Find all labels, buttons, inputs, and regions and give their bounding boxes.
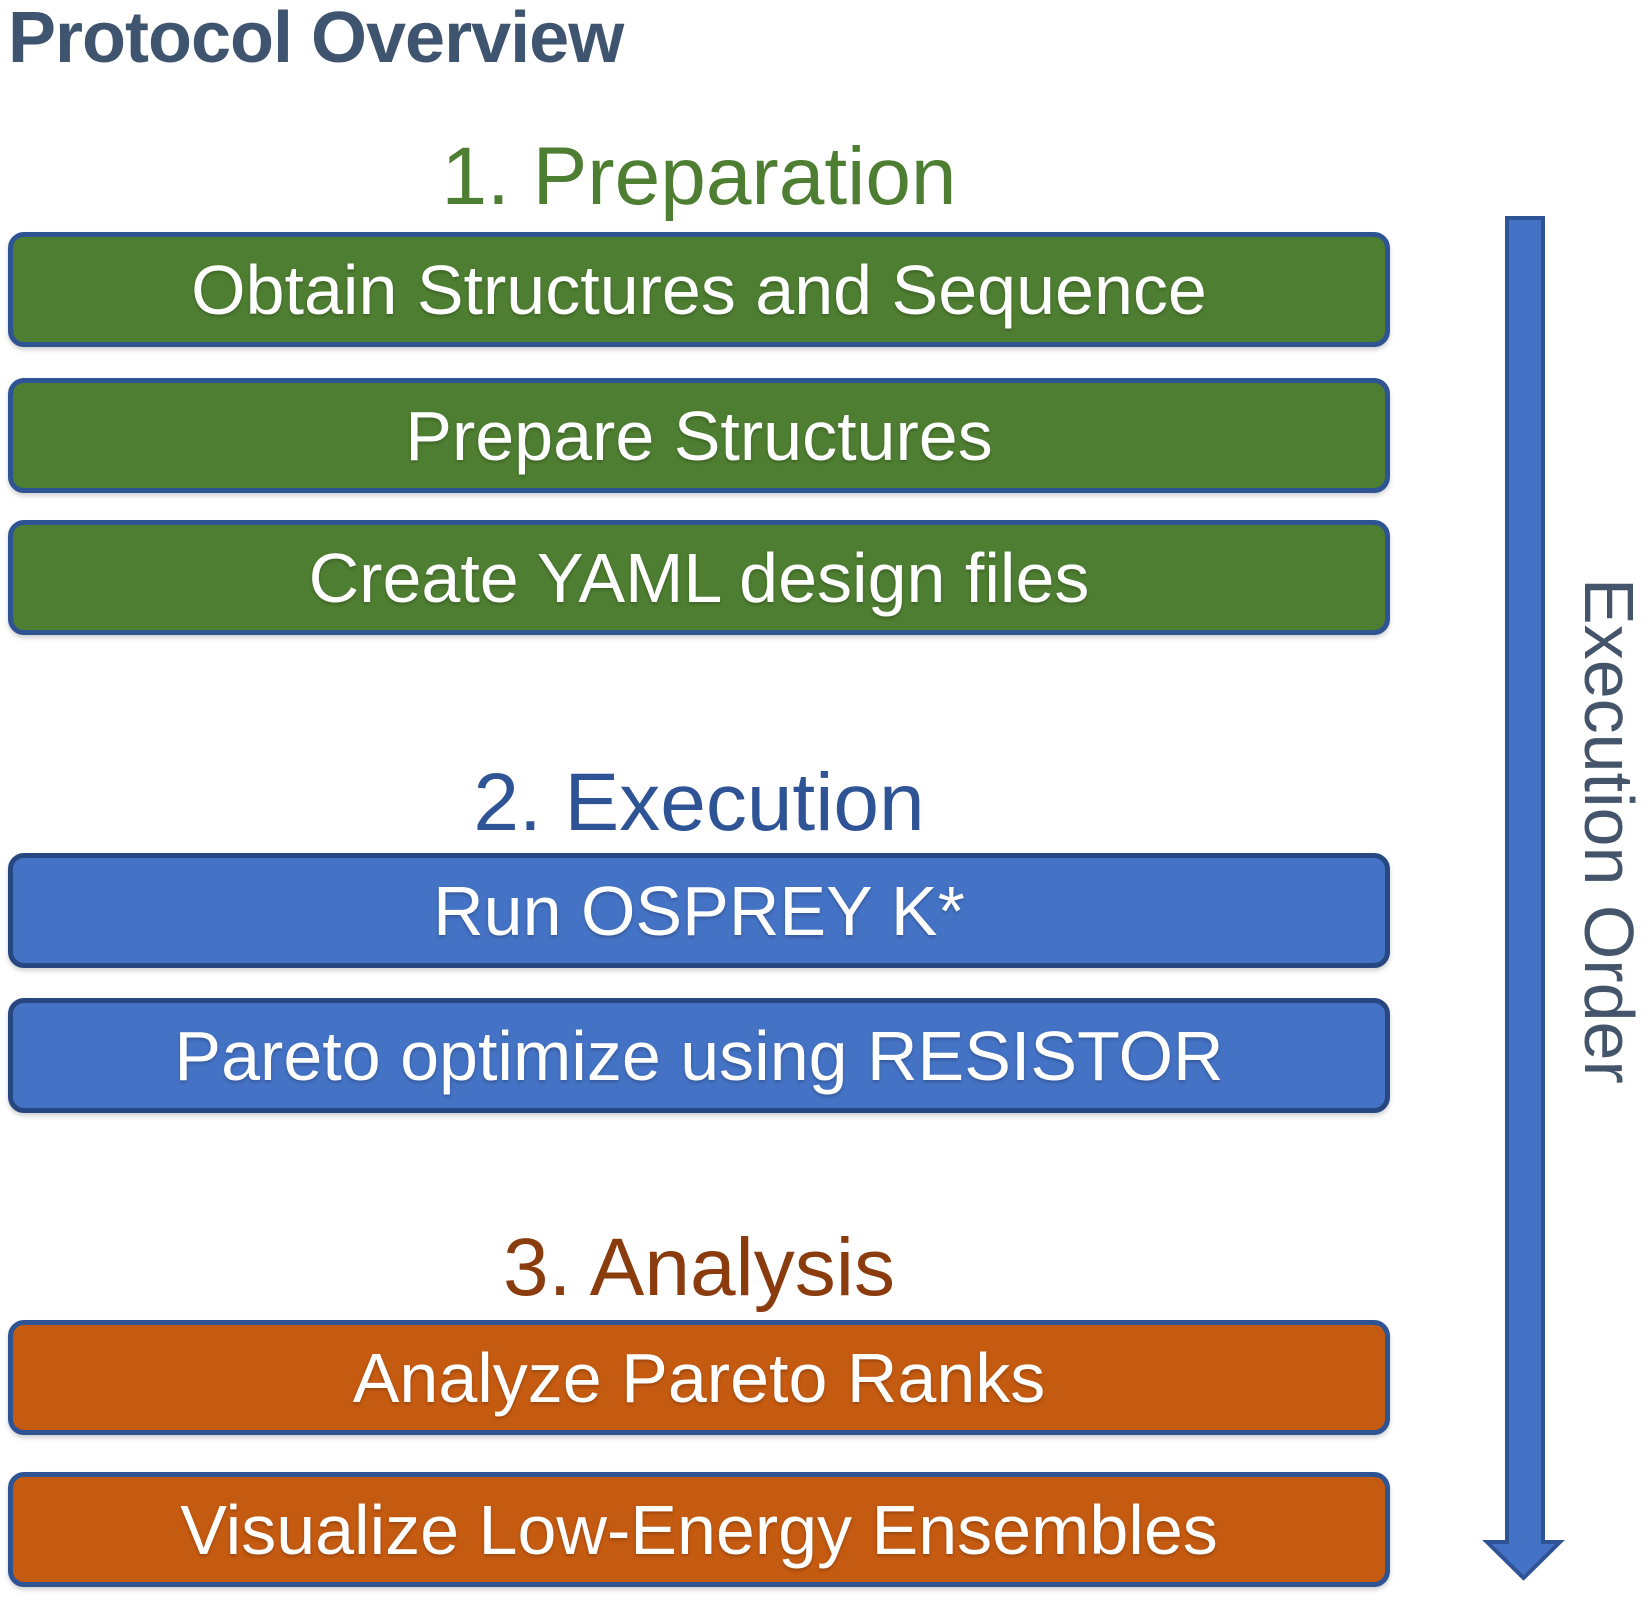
step-label: Create YAML design files [308,538,1090,617]
step-label: Analyze Pareto Ranks [352,1338,1046,1417]
section-header-analysis: 3. Analysis [503,1222,895,1313]
execution-order-label: Execution Order [1570,578,1648,1084]
step-visualize-low-energy-ensembles: Visualize Low-Energy Ensembles [8,1472,1390,1587]
step-pareto-optimize-resistor: Pareto optimize using RESISTOR [8,998,1390,1113]
step-create-yaml-design-files: Create YAML design files [8,520,1390,635]
section-header-preparation: 1. Preparation [441,131,957,222]
step-label: Pareto optimize using RESISTOR [174,1016,1224,1095]
step-run-osprey-kstar: Run OSPREY K* [8,853,1390,968]
step-label: Prepare Structures [405,396,993,475]
step-label: Visualize Low-Energy Ensembles [180,1490,1218,1569]
step-analyze-pareto-ranks: Analyze Pareto Ranks [8,1320,1390,1435]
step-label: Obtain Structures and Sequence [191,250,1207,329]
step-prepare-structures: Prepare Structures [8,378,1390,493]
page-title: Protocol Overview [8,0,624,78]
execution-order-arrow-icon [1482,216,1565,1581]
section-header-execution: 2. Execution [473,757,925,848]
step-obtain-structures-and-sequence: Obtain Structures and Sequence [8,232,1390,347]
step-label: Run OSPREY K* [433,871,965,950]
